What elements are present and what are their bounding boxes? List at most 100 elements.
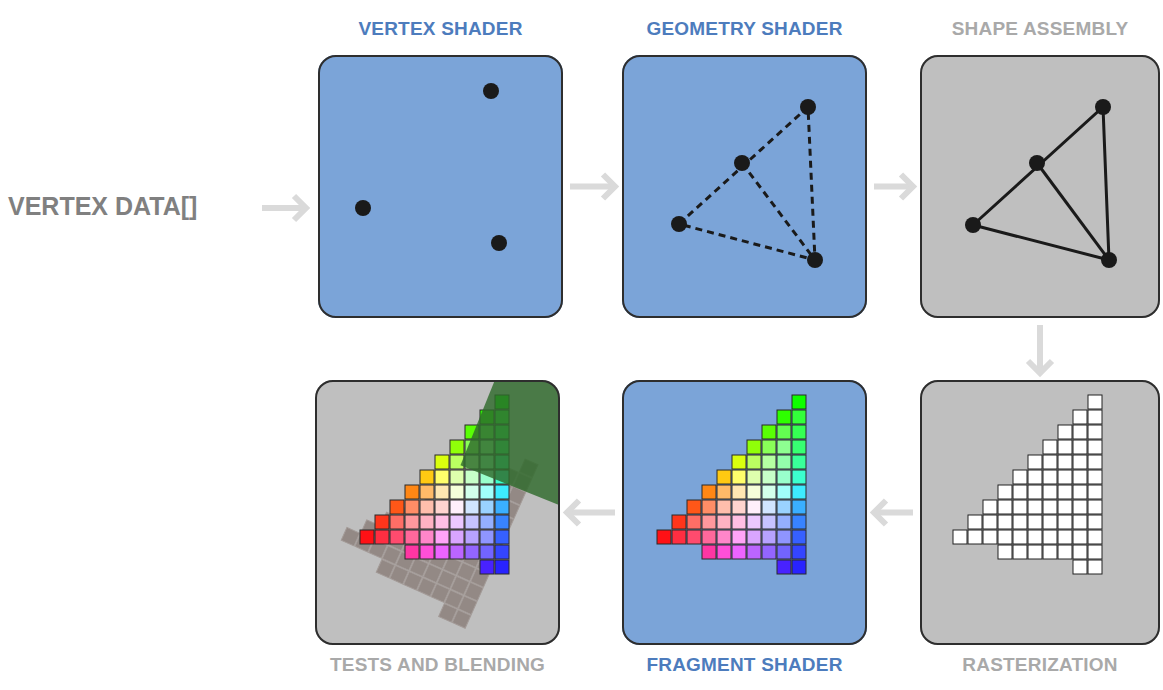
pixel-cell [1043,530,1057,544]
pixel-cell [1058,440,1072,454]
pixel-cell [717,515,731,529]
pixel-cell [465,470,479,484]
pixel-cell [998,500,1012,514]
pixel-cell [1088,485,1102,499]
pixel-cell [1073,470,1087,484]
pixel-cell [390,515,404,529]
pixel-cell [717,500,731,514]
pixel-cell [1043,455,1057,469]
pixel-cell [420,545,434,559]
pixel-cell [1058,515,1072,529]
pixel-cell [968,530,982,544]
pixel-cell [465,545,479,559]
pixel-cell [1073,560,1087,574]
flow-arrow [1028,325,1052,373]
flow-arrow [570,175,615,199]
raster-grid [953,395,1102,574]
pixel-cell [1073,530,1087,544]
pixel-cell [998,530,1012,544]
pixel-cell [375,530,389,544]
pixel-cell [672,530,686,544]
pixel-cell [450,440,464,454]
stage-box: SHAPE ASSEMBLY [920,55,1160,318]
pixel-cell [702,485,716,499]
pixel-cell [1088,530,1102,544]
pixel-cell [1088,515,1102,529]
pixel-cell [360,530,374,544]
stage-box: TESTS AND BLENDING [315,380,560,645]
pixel-cell [732,545,746,559]
pixel-cell [450,470,464,484]
box-fill [622,380,867,645]
pixel-cell [465,500,479,514]
pixel-cell [1013,500,1027,514]
pixel-cell [480,500,494,514]
pixel-cell [1088,395,1102,409]
pixel-cell [1058,470,1072,484]
stage-box: GEOMETRY SHADER [622,55,867,318]
pixel-cell [405,530,419,544]
pixel-cell [390,500,404,514]
pixel-cell [777,545,791,559]
pixel-cell [792,410,806,424]
blend-scene [329,381,559,628]
stage-heading: RASTERIZATION [962,654,1117,676]
pixel-cell [732,470,746,484]
box-fill [920,380,1160,645]
pixel-cell [480,485,494,499]
pixel-cell [1073,440,1087,454]
pixel-cell [792,500,806,514]
pixel-cell [792,455,806,469]
pixel-cell [480,515,494,529]
pixel-cell [672,515,686,529]
pixel-cell [702,530,716,544]
box-fill [622,55,867,318]
pixel-cell [792,395,806,409]
pixel-cell [762,515,776,529]
pixel-cell [732,515,746,529]
pixel-cell [1058,545,1072,559]
pixel-cell [747,515,761,529]
pixel-cell [480,545,494,559]
pixel-cell [1088,545,1102,559]
pixel-cell [465,530,479,544]
pixel-cell [762,425,776,439]
pixel-cell [702,515,716,529]
pixel-cell [747,455,761,469]
pixel-cell [968,515,982,529]
pixel-cell [450,530,464,544]
pixel-cell [1088,410,1102,424]
pixel-cell [732,530,746,544]
flow-arrow [567,501,615,525]
pixel-cell [792,440,806,454]
pixel-cell [687,515,701,529]
pixel-cell [1013,515,1027,529]
box-fill [920,55,1160,318]
pixel-cell [762,500,776,514]
pixel-cell [465,515,479,529]
pixel-cell [495,560,509,574]
pixel-cell [1088,455,1102,469]
pixel-cell [1058,530,1072,544]
pixel-cell [1043,485,1057,499]
pixel-cell [1073,545,1087,559]
pixel-cell [953,530,967,544]
pixel-cell [717,530,731,544]
pixel-cell [495,500,509,514]
pixel-cell [792,530,806,544]
stage-box: VERTEX SHADER [318,55,563,318]
stage-heading: SHAPE ASSEMBLY [952,18,1129,40]
pixel-cell [983,500,997,514]
pixel-cell [405,545,419,559]
pixel-cell [1073,500,1087,514]
pixel-cell [792,485,806,499]
pixel-cell [732,500,746,514]
pixel-cell [1073,455,1087,469]
pixel-cell [702,500,716,514]
pixel-cell [450,545,464,559]
pixel-cell [1043,545,1057,559]
pixel-cell [405,500,419,514]
pixel-cell [792,545,806,559]
